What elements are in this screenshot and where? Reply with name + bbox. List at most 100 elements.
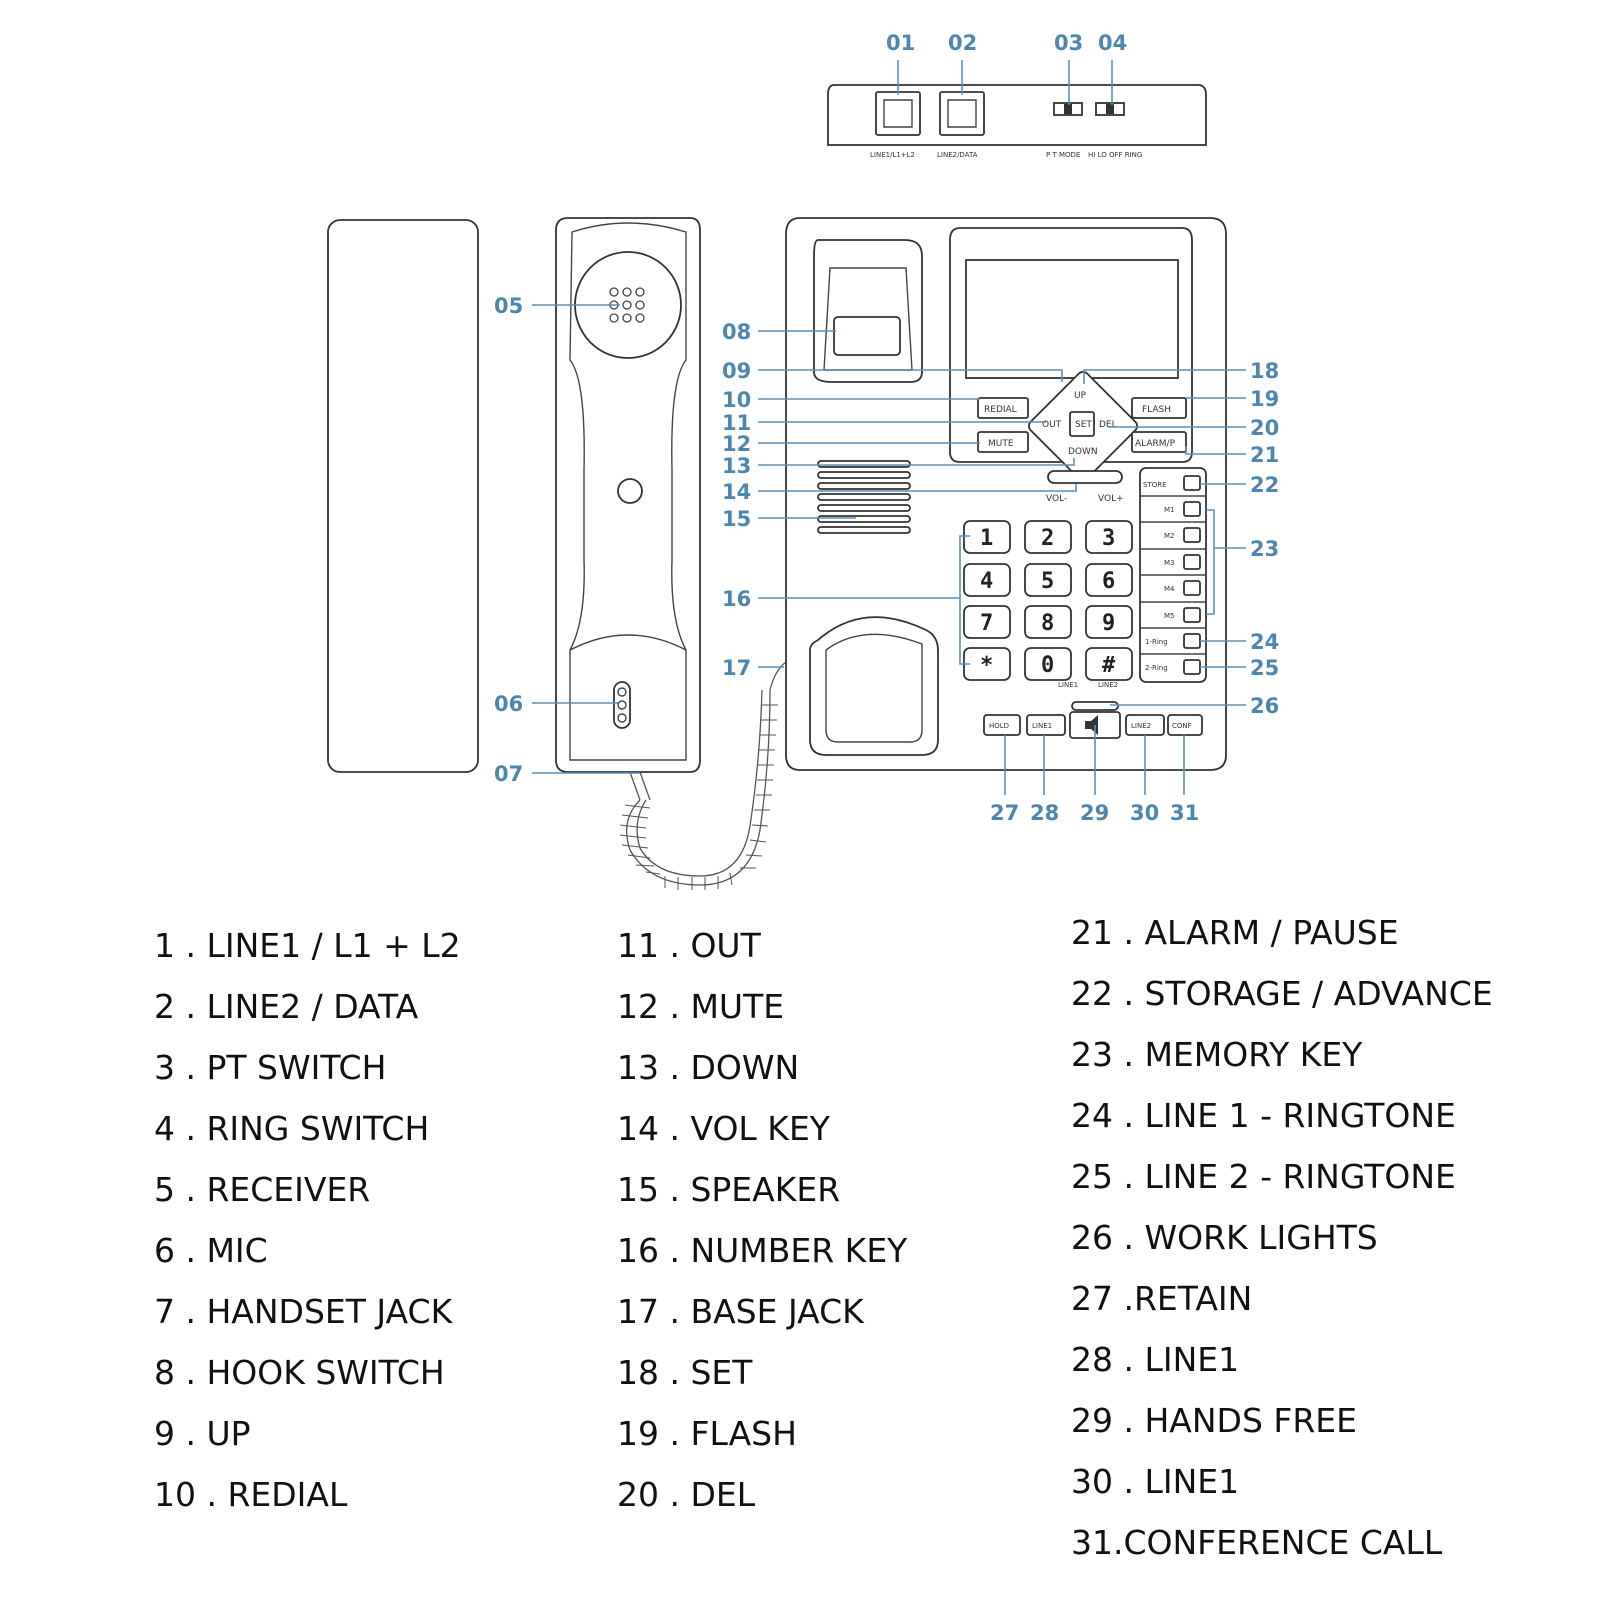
legend-item: 14 . VOL KEY — [617, 1109, 830, 1148]
legend-item: 2 . LINE2 / DATA — [154, 987, 419, 1026]
keypad-key-label: 4 — [980, 569, 993, 594]
callout-19: 19 — [1250, 387, 1279, 411]
callout-05: 05 — [494, 294, 523, 318]
set-key-label: SET — [1075, 420, 1092, 430]
switch-ring-label: HI LO OFF RING — [1088, 151, 1142, 159]
mic — [613, 681, 631, 729]
store-button[interactable] — [1183, 475, 1201, 491]
store-label: STORE — [1143, 481, 1167, 489]
callout-20: 20 — [1250, 416, 1279, 440]
keypad-line1-label: LINE1 — [1058, 681, 1078, 689]
phone-base: SET UP DOWN OUT DEL REDIAL MUTE FLASH AL… — [785, 217, 1227, 771]
ring2-label: 2-Ring — [1145, 664, 1168, 672]
line1-label: LINE1 — [1032, 722, 1052, 730]
legend-item: 30 . LINE1 — [1071, 1462, 1240, 1501]
keypad-key-label: 7 — [980, 611, 993, 636]
legend-item: 27 .RETAIN — [1071, 1279, 1253, 1318]
hold-label: HOLD — [989, 722, 1009, 730]
keypad-key[interactable] — [963, 563, 1011, 597]
keypad-key-label: 8 — [1041, 611, 1054, 636]
legend-item: 21 . ALARM / PAUSE — [1071, 913, 1399, 952]
keypad-key[interactable] — [1085, 647, 1133, 681]
callout-07: 07 — [494, 762, 523, 786]
conf-button[interactable] — [1167, 714, 1203, 736]
legend-item: 25 . LINE 2 - RINGTONE — [1071, 1157, 1456, 1196]
nav-cluster: SET UP DOWN OUT DEL — [1028, 371, 1138, 481]
callout-14: 14 — [722, 480, 751, 504]
keypad-key[interactable] — [963, 605, 1011, 639]
callout-22: 22 — [1250, 473, 1279, 497]
legend-item: 22 . STORAGE / ADVANCE — [1071, 974, 1493, 1013]
m4-button[interactable] — [1183, 580, 1201, 596]
m5-label: M5 — [1164, 612, 1175, 620]
keypad-key[interactable] — [1085, 520, 1133, 554]
flash-button[interactable] — [1131, 397, 1187, 419]
hook-switch — [833, 316, 901, 356]
redial-button[interactable] — [977, 397, 1029, 419]
legend-item: 28 . LINE1 — [1071, 1340, 1240, 1379]
keypad-key[interactable] — [963, 520, 1011, 554]
m2-label: M2 — [1164, 532, 1175, 540]
m2-button[interactable] — [1183, 527, 1201, 543]
m4-label: M4 — [1164, 585, 1175, 593]
out-key-label: OUT — [1042, 420, 1062, 430]
keypad-key[interactable] — [1024, 605, 1072, 639]
callout-10: 10 — [722, 388, 751, 412]
alarm-button[interactable] — [1131, 431, 1187, 453]
legend-item: 11 . OUT — [617, 926, 761, 965]
callout-27: 27 — [990, 801, 1019, 825]
keypad-key-label: # — [1102, 653, 1116, 678]
hold-button[interactable] — [983, 714, 1021, 736]
callout-12: 12 — [722, 432, 751, 456]
port1-label: LINE1/L1+L2 — [870, 151, 915, 159]
m1-button[interactable] — [1183, 501, 1201, 517]
set-button[interactable] — [1069, 411, 1095, 437]
memory-panel: STORE M1 M2 M3 M4 M5 1-Ring 2-Ring — [1139, 467, 1207, 683]
keypad-key-label: 9 — [1102, 611, 1115, 636]
handset-front — [555, 217, 701, 773]
keypad-key-label: 2 — [1041, 526, 1054, 551]
keypad-key[interactable] — [1024, 647, 1072, 681]
m3-button[interactable] — [1183, 554, 1201, 570]
callout-03: 03 — [1054, 31, 1083, 55]
line1-button[interactable] — [1026, 714, 1066, 736]
legend-item: 9 . UP — [154, 1414, 251, 1453]
legend-item: 3 . PT SWITCH — [154, 1048, 387, 1087]
keypad-key-label: 1 — [980, 526, 993, 551]
vol-key[interactable] — [1047, 470, 1123, 484]
keypad-key[interactable] — [1085, 563, 1133, 597]
callout-15: 15 — [722, 507, 751, 531]
callout-30: 30 — [1130, 801, 1159, 825]
vol-minus-label: VOL- — [1046, 494, 1067, 504]
line1-port — [875, 91, 921, 136]
callout-11: 11 — [722, 411, 751, 435]
up-key-label: UP — [1074, 391, 1087, 401]
ring1-button[interactable] — [1183, 633, 1201, 649]
legend-item: 12 . MUTE — [617, 987, 785, 1026]
keypad-key-label: * — [980, 653, 993, 678]
keypad-key[interactable] — [1024, 520, 1072, 554]
legend-item: 24 . LINE 1 - RINGTONE — [1071, 1096, 1456, 1135]
callout-28: 28 — [1030, 801, 1059, 825]
mute-button[interactable] — [977, 431, 1029, 453]
ring2-button[interactable] — [1183, 659, 1201, 675]
keypad-key[interactable] — [1085, 605, 1133, 639]
legend-item: 16 . NUMBER KEY — [617, 1231, 908, 1270]
callout-13: 13 — [722, 454, 751, 478]
port2-label: LINE2/DATA — [937, 151, 978, 159]
keypad-key[interactable] — [1024, 563, 1072, 597]
m5-button[interactable] — [1183, 607, 1201, 623]
callout-17: 17 — [722, 656, 751, 680]
callout-02: 02 — [948, 31, 977, 55]
line2-label: LINE2 — [1131, 722, 1151, 730]
legend-item: 10 . REDIAL — [154, 1475, 348, 1514]
down-key-label: DOWN — [1068, 447, 1098, 457]
callout-24: 24 — [1250, 630, 1279, 654]
legend-item: 18 . SET — [617, 1353, 753, 1392]
mute-label: MUTE — [988, 439, 1014, 449]
legend-item: 8 . HOOK SWITCH — [154, 1353, 445, 1392]
callout-06: 06 — [494, 692, 523, 716]
ring1-label: 1-Ring — [1145, 638, 1168, 646]
